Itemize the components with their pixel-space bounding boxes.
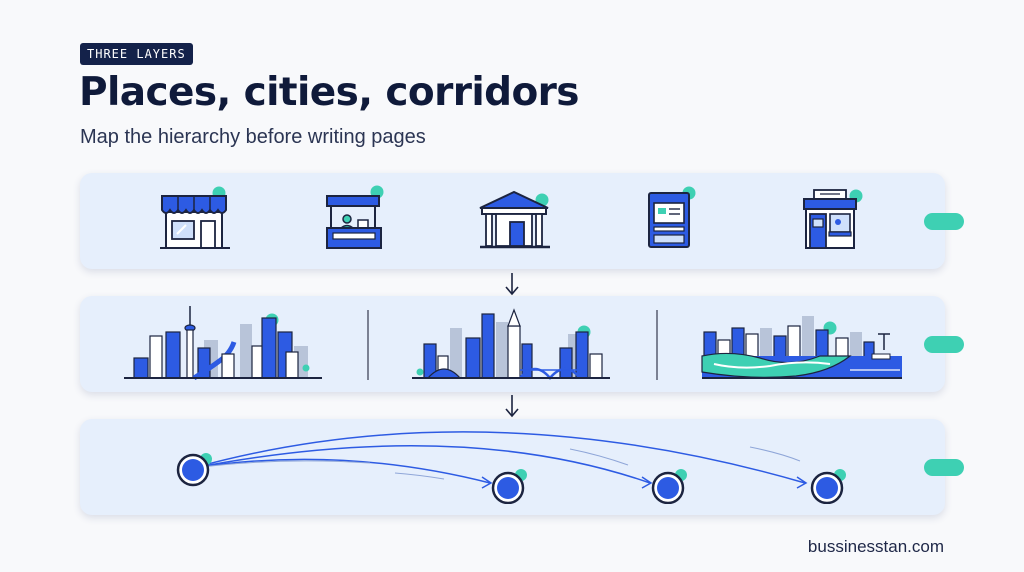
section-badge: THREE LAYERS [80,43,193,65]
skyline-divider [367,310,369,380]
cities-layer-pill-marker [924,336,964,353]
footer-site-name: bussinesstan.com [807,537,944,556]
destination-node-icon [651,469,687,504]
corridor-network-diagram [192,431,808,489]
skyline-divider [656,310,658,380]
origin-node-icon [176,453,212,487]
page-title: Places, cities, corridors [79,70,580,115]
storefront-icon [160,186,230,249]
corridors-layer-pill-marker [924,459,964,476]
kiosk-icon [326,185,384,249]
destination-node-icon [491,469,527,504]
bank-building-icon [479,190,550,249]
ticket-booth-icon [803,189,863,249]
down-arrow-icon [505,395,519,418]
city-waterfront-icon [701,316,902,379]
city-skyline-tower-icon [124,306,322,380]
atm-icon [648,186,696,248]
destination-node-icon [810,469,846,504]
places-layer-pill-marker [924,213,964,230]
page-subtitle: Map the hierarchy before writing pages [80,126,426,148]
down-arrow-icon [505,273,519,296]
city-skyline-bridge-icon [412,308,610,380]
